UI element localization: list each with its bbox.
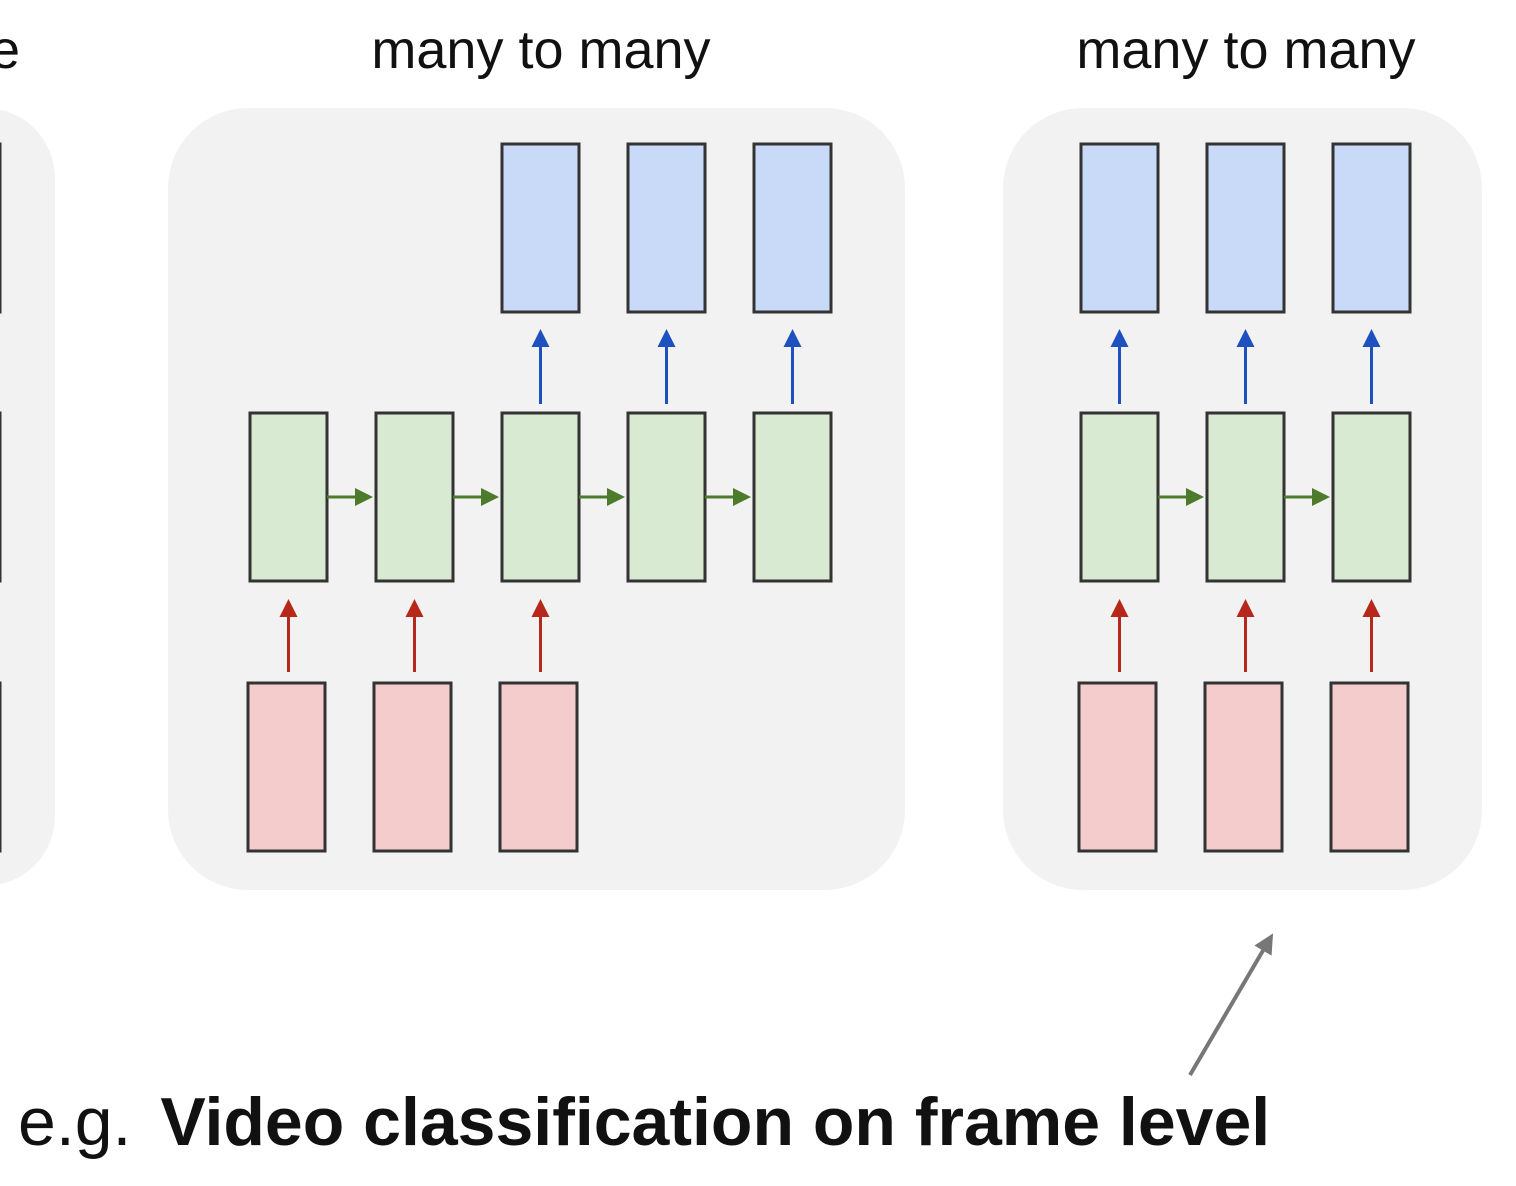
- caption: e.g. Video classification on frame level: [18, 1084, 1270, 1160]
- input-box: [246, 681, 327, 853]
- input-box: [1077, 681, 1158, 853]
- input-box: [498, 681, 579, 853]
- hidden-box: [752, 411, 833, 583]
- panel-title: many to many: [371, 20, 710, 80]
- panel-1: many to many: [168, 20, 905, 890]
- partial-title: e: [0, 20, 20, 80]
- input-box: [1329, 681, 1410, 853]
- hidden-box: [374, 411, 455, 583]
- output-box: [752, 142, 833, 314]
- caption-prefix: e.g.: [18, 1084, 131, 1160]
- output-box: [626, 142, 707, 314]
- output-box: [1205, 142, 1286, 314]
- output-box: [1079, 142, 1160, 314]
- hidden-box: [248, 411, 329, 583]
- partial-panel-many-to-one: e: [0, 20, 55, 885]
- input-box: [372, 681, 453, 853]
- caption-emphasis: Video classification on frame level: [160, 1084, 1270, 1160]
- hidden-box: [500, 411, 581, 583]
- output-box: [500, 142, 581, 314]
- panel-2: many to many: [1003, 20, 1482, 890]
- input-box: [1203, 681, 1284, 853]
- hidden-box: [1079, 411, 1160, 583]
- hidden-box: [1205, 411, 1286, 583]
- panel-title: many to many: [1076, 20, 1415, 80]
- output-box: [1331, 142, 1412, 314]
- pointer-arrow: [1188, 933, 1274, 1077]
- hidden-box: [1331, 411, 1412, 583]
- hidden-box: [626, 411, 707, 583]
